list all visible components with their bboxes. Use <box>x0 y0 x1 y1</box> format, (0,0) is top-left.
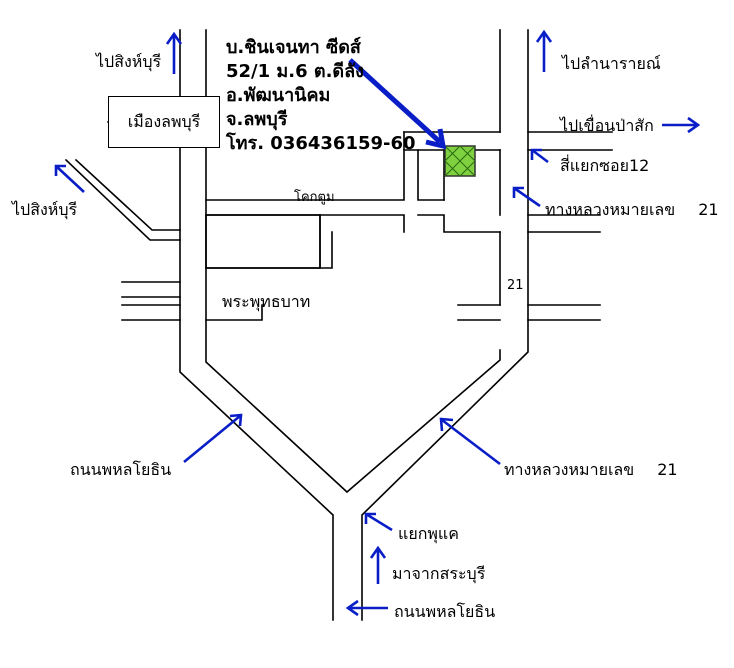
arrow-hwy21-bottom <box>439 417 501 466</box>
label-highway21-bottom-num: 21 <box>657 460 678 479</box>
arrow-pasak <box>662 116 701 134</box>
address-line-3: จ.ลพบุรี <box>226 109 288 130</box>
road-phraphutthabat-right <box>457 304 601 321</box>
arrow-singburi-left <box>54 164 85 193</box>
town-box-lopburi: เมืองลพบุรี <box>108 96 220 148</box>
town-label: เมืองลพบุรี <box>127 111 201 131</box>
label-highway21-top-text: ทางหลวงหมายเลข <box>545 200 676 219</box>
label-khoktum: โคกตูม <box>294 190 335 205</box>
road-left-stub <box>121 304 181 321</box>
label-highway21-bottom-text: ทางหลวงหมายเลข <box>504 460 635 479</box>
label-highway21-top: ทางหลวงหมายเลข 21 <box>545 198 719 223</box>
address-line-1: 52/1 ม.6 ต.ดีลัง <box>226 61 364 82</box>
label-highway21-mid: 21 <box>507 278 524 293</box>
arrow-hwy21-top <box>512 186 541 208</box>
label-highway21-top-num: 21 <box>698 200 719 219</box>
label-to-lamnarai: ไปลำนารายณ์ <box>562 54 661 73</box>
shop-location-marker <box>444 145 476 177</box>
road-phraphutthabat <box>121 281 263 321</box>
road-hwy21-right-edge <box>361 29 529 621</box>
label-to-singburi-top: ไปสิงห์บุรี <box>96 52 162 71</box>
label-phraphutthabat: พระพุทธบาท <box>222 292 311 311</box>
road-khoktum-bottom <box>205 214 405 233</box>
arrow-lamnarai <box>535 29 553 72</box>
road-khoktum-top <box>205 131 405 201</box>
arrow-saraburi <box>369 545 387 584</box>
label-to-singburi-left: ไปสิงห์บุรี <box>12 200 78 219</box>
road-inner-block <box>205 214 333 269</box>
road-phahon-left-edge <box>179 29 334 621</box>
arrow-to-shop <box>348 58 442 144</box>
label-from-saraburi: มาจากสระบุรี <box>392 564 486 583</box>
road-khoktum-right <box>417 149 601 233</box>
label-highway21-bottom: ทางหลวงหมายเลข 21 <box>504 458 678 483</box>
shop-name: บ.ชินเจนทา ซีดส์ <box>226 37 361 58</box>
phone-number: โทร. 036436159-60 <box>226 133 416 154</box>
label-phahon-bottom: ถนนพหลโยธิน <box>394 602 496 621</box>
label-phukhae-junction: แยกพุแค <box>398 524 459 543</box>
arrow-phahon-left <box>183 413 243 464</box>
arrow-soi12 <box>530 148 549 164</box>
shop-address: บ.ชินเจนทา ซีดส์ 52/1 ม.6 ต.ดีลัง อ.พัฒน… <box>226 36 416 156</box>
road-network <box>64 29 613 621</box>
label-soi12-junction: สี่แยกซอย12 <box>560 156 650 175</box>
label-to-pasak-dam: ไปเขื่อนป่าสัก <box>560 116 654 135</box>
arrow-phukhae <box>364 512 393 532</box>
block-rect <box>205 214 321 269</box>
address-line-2: อ.พัฒนานิคม <box>226 85 331 106</box>
direction-arrows <box>54 29 701 617</box>
road-singburi-diagonal <box>64 158 181 241</box>
arrow-singburi-top <box>165 31 183 74</box>
label-phahon-left: ถนนพหลโยธิน <box>70 460 172 479</box>
arrow-phahon-bottom <box>345 599 388 617</box>
